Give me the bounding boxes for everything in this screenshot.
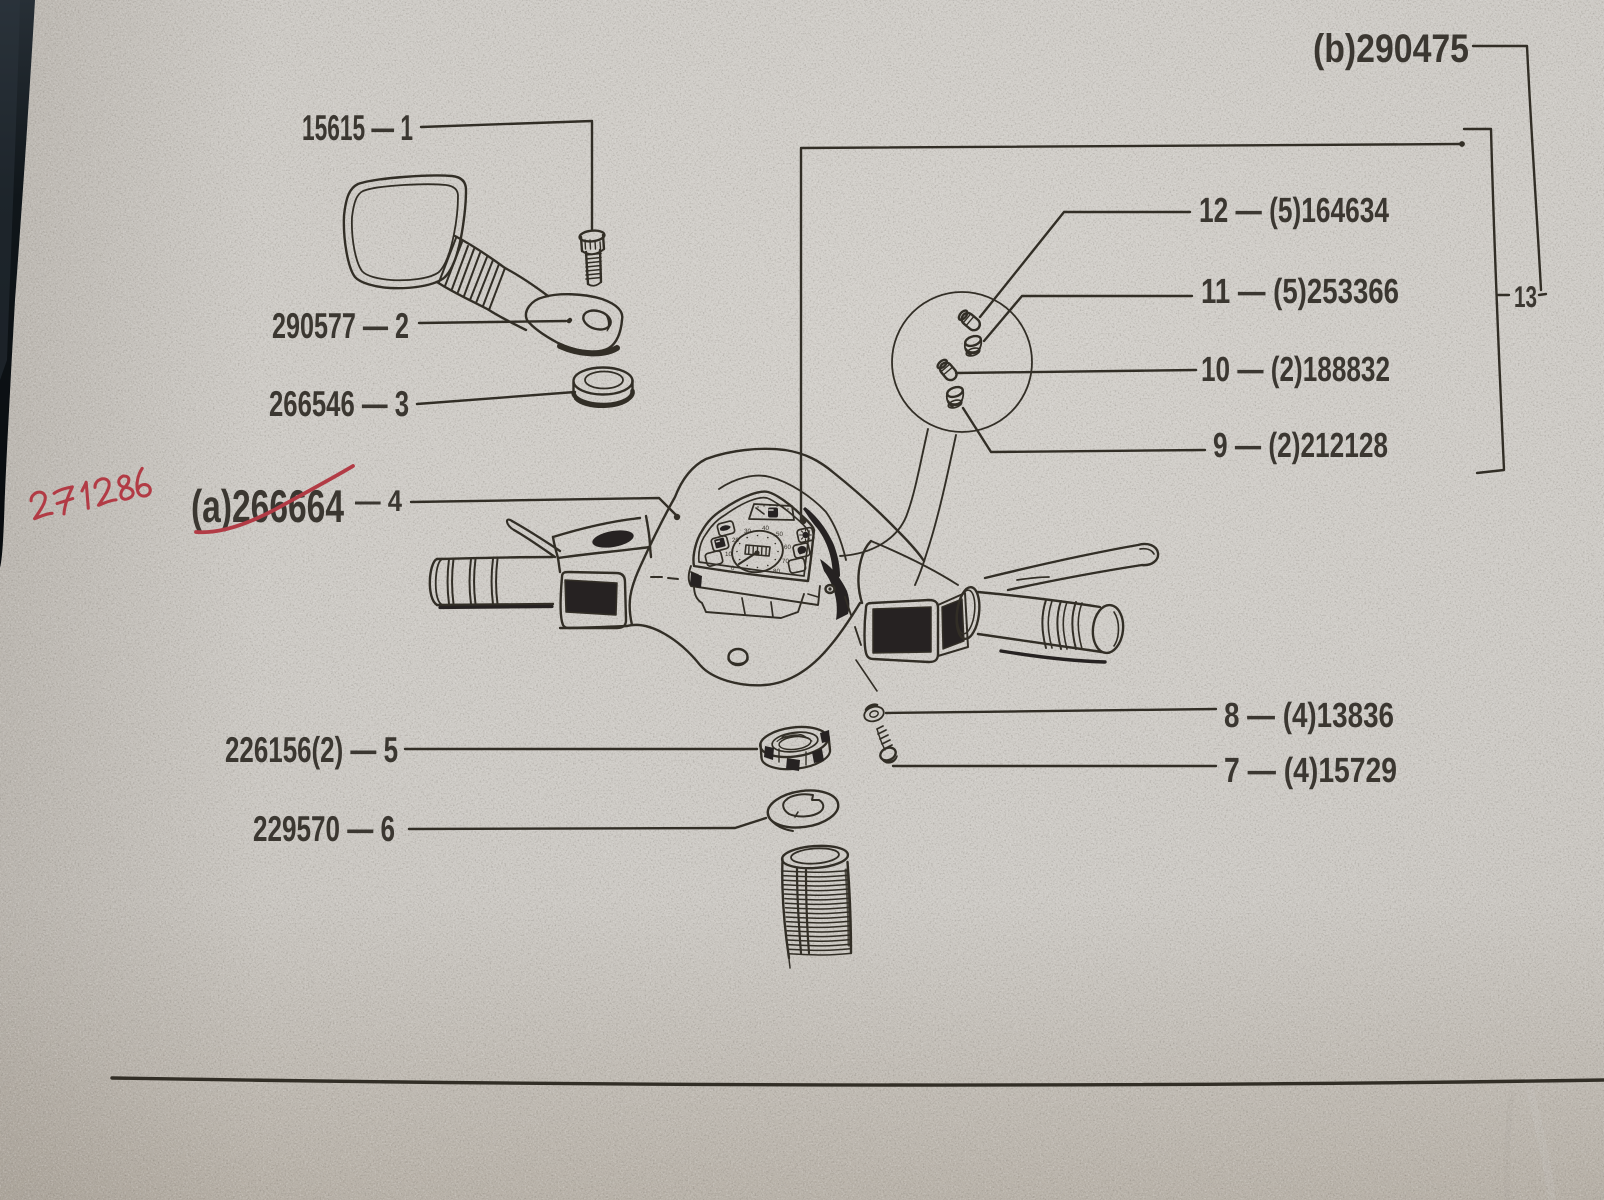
svg-text:266546 — 3: 266546 — 3: [269, 383, 409, 424]
svg-text:12 — (5)164634: 12 — (5)164634: [1199, 191, 1389, 230]
svg-text:80: 80: [773, 568, 780, 575]
svg-text:60: 60: [784, 544, 791, 551]
svg-text:15615 — 1: 15615 — 1: [302, 107, 413, 148]
svg-text:50: 50: [776, 531, 783, 538]
svg-text:229570 — 6: 229570 — 6: [253, 808, 395, 849]
svg-text:10 — (2)188832: 10 — (2)188832: [1201, 350, 1390, 389]
svg-text:30: 30: [744, 528, 751, 535]
svg-text:290577 — 2: 290577 — 2: [272, 305, 409, 346]
svg-text:11 — (5)253366: 11 — (5)253366: [1201, 272, 1399, 311]
svg-text:0: 0: [731, 565, 735, 572]
svg-text:(b)290475: (b)290475: [1313, 27, 1469, 71]
svg-text:— 4: — 4: [355, 485, 402, 518]
svg-text:(a)266664: (a)266664: [191, 480, 344, 532]
svg-text:8 — (4)13836: 8 — (4)13836: [1224, 696, 1394, 735]
svg-text:226156(2) — 5: 226156(2) — 5: [225, 729, 398, 770]
svg-text:9 — (2)212128: 9 — (2)212128: [1213, 426, 1388, 465]
svg-text:13: 13: [1514, 281, 1537, 314]
svg-text:20: 20: [732, 537, 739, 544]
svg-text:70: 70: [782, 558, 789, 565]
svg-text:10: 10: [725, 551, 732, 558]
svg-text:7 — (4)15729: 7 — (4)15729: [1224, 751, 1397, 790]
svg-text:40: 40: [762, 525, 769, 532]
